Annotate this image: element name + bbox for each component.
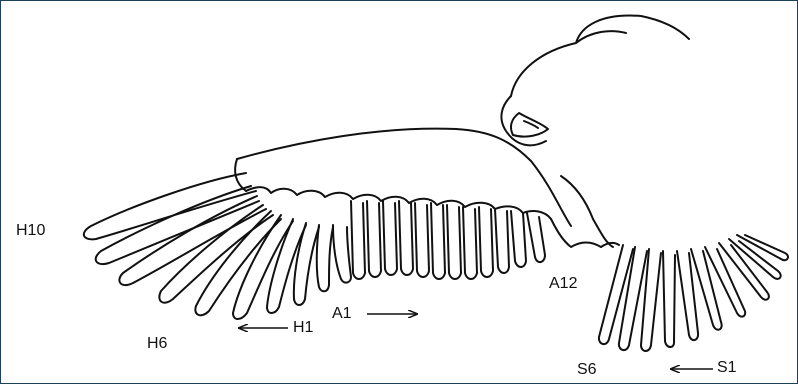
arm-secondaries [351, 201, 545, 279]
label-a12: A12 [549, 275, 577, 293]
tail-feathers [599, 235, 788, 351]
label-s6: S6 [577, 361, 597, 379]
label-h6: H6 [147, 335, 167, 353]
hand-primaries [84, 173, 351, 319]
label-h10: H10 [16, 222, 45, 240]
label-s1: S1 [717, 359, 737, 377]
label-h1: H1 [293, 319, 313, 337]
bird-head [501, 16, 689, 146]
label-a1: A1 [332, 305, 352, 323]
